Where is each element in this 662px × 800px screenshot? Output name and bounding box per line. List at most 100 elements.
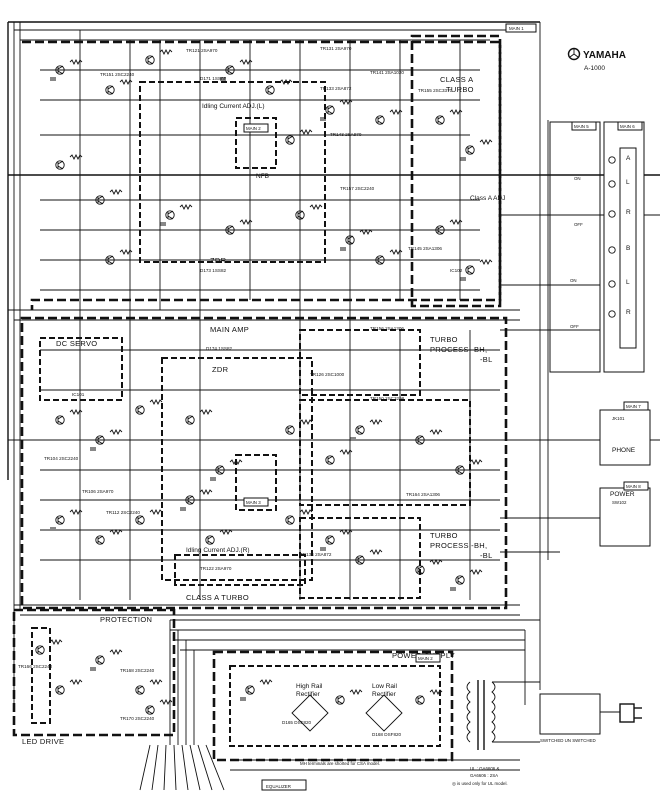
transistor-symbol-icon xyxy=(135,515,145,525)
label-idling-current-r: Idling Current ADJ.(R) xyxy=(186,547,250,554)
capacitor-symbol-icon xyxy=(50,77,56,81)
label-class-a-turbo-top-1: CLASS A xyxy=(440,75,473,84)
terminal-jack-icon xyxy=(608,246,616,254)
resistor-symbol-icon xyxy=(259,678,273,686)
label-turbo-process-top-3: -BL xyxy=(480,355,493,364)
capacitor-symbol-icon xyxy=(90,667,96,671)
note-ul-1: UL : GA6606 & xyxy=(470,766,499,771)
schematic-wiring xyxy=(7,21,660,791)
transistor-symbol-icon xyxy=(55,685,65,695)
resistor-symbol-icon xyxy=(199,408,213,416)
board-main1: MAIN 1 xyxy=(509,26,524,31)
transistor-symbol-icon xyxy=(135,405,145,415)
resistor-symbol-icon xyxy=(349,688,363,696)
resistor-symbol-icon xyxy=(219,528,233,536)
label-nfb: NFB xyxy=(256,173,269,180)
capacitor-symbol-icon xyxy=(160,222,166,226)
transistor-symbol-icon xyxy=(215,465,225,475)
resistor-symbol-icon xyxy=(49,638,63,646)
part-tr168: TR168 2SC2240 xyxy=(120,668,155,673)
resistor-symbol-icon xyxy=(119,78,133,86)
resistor-symbol-icon xyxy=(309,203,323,211)
capacitor-symbol-icon xyxy=(90,447,96,451)
resistor-symbol-icon xyxy=(179,203,193,211)
transistor-symbol-icon xyxy=(455,575,465,585)
part-d173: D173 1SS82 xyxy=(200,268,226,273)
capacitor-symbol-icon xyxy=(340,247,346,251)
resistor-symbol-icon xyxy=(429,428,443,436)
switch-off-2: OFF xyxy=(570,324,579,329)
transistor-symbol-icon xyxy=(225,225,235,235)
resistor-symbol-icon xyxy=(69,408,83,416)
terminal-jack-icon xyxy=(608,280,616,288)
transistor-symbol-icon xyxy=(225,65,235,75)
transistor-symbol-icon xyxy=(205,535,215,545)
transistor-symbol-icon xyxy=(55,160,65,170)
transistor-symbol-icon xyxy=(465,265,475,275)
speaker-a: A xyxy=(626,155,631,162)
label-low-rail-1: Low Rail xyxy=(372,683,397,690)
transistor-symbol-icon xyxy=(285,425,295,435)
capacitor-symbol-icon xyxy=(450,587,456,591)
diode-bridge-low xyxy=(365,694,403,732)
part-tr131: TR131 2SA970 xyxy=(320,46,352,51)
label-power: POWER xyxy=(610,491,635,498)
part-tr104: TR104 2SC2240 xyxy=(44,456,79,461)
transistor-symbol-icon xyxy=(295,210,305,220)
resistor-symbol-icon xyxy=(109,188,123,196)
label-high-rail-1: High Rail xyxy=(296,683,323,690)
power-switch-board xyxy=(599,487,651,547)
part-d174: D174 1SS82 xyxy=(206,346,232,351)
resistor-symbol-icon xyxy=(449,108,463,116)
label-zdr-top: ZDR xyxy=(210,256,227,265)
transistor-symbol-icon xyxy=(415,695,425,705)
transistor-symbol-icon xyxy=(335,695,345,705)
transistor-symbol-icon xyxy=(55,65,65,75)
speaker-b: B xyxy=(626,245,630,252)
transistor-symbol-icon xyxy=(95,535,105,545)
part-tr151: TR151 2SC2240 xyxy=(100,72,135,77)
resistor-symbol-icon xyxy=(279,78,293,86)
resistor-symbol-icon xyxy=(159,48,173,56)
component-symbols xyxy=(35,48,493,715)
capacitor-symbol-icon xyxy=(50,527,56,531)
switch-on-1: ON xyxy=(574,176,581,181)
transistor-symbol-icon xyxy=(145,55,155,65)
board-main2: MAIN 2 xyxy=(246,126,261,131)
resistor-symbol-icon xyxy=(479,258,493,266)
capacitor-symbol-icon xyxy=(240,697,246,701)
note-ul-3: ◎ is used only for UL model. xyxy=(452,781,508,786)
label-class-a-turbo-top-2: TURBO xyxy=(446,85,474,94)
speaker-r2: R xyxy=(626,309,631,316)
part-tr121: TR121 2SA970 xyxy=(186,48,218,53)
part-tr145: TR145 2SA1306 xyxy=(408,246,442,251)
board-main8: MAIN 8 xyxy=(626,484,641,489)
label-class-a-turbo-bottom: CLASS A TURBO xyxy=(186,593,249,602)
transistor-symbol-icon xyxy=(185,495,195,505)
label-idling-current-l: Idling Current ADJ.(L) xyxy=(202,103,265,110)
board-tags: MAIN 1 MAIN 2 MAIN 3 MAIN 5 MAIN 6 MAIN … xyxy=(243,23,649,663)
capacitor-symbol-icon xyxy=(350,437,356,441)
transistor-symbol-icon xyxy=(375,255,385,265)
part-tr141: TR141 2SA1020 xyxy=(370,70,404,75)
note-mh-terminals: MH terminals are shorted for CSA model. xyxy=(300,761,380,766)
board-main7: MAIN 7 xyxy=(626,404,641,409)
part-tr134: TR134 2SA872 xyxy=(300,552,332,557)
block-labels: CLASS A TURBO Class A ADJ Idling Current… xyxy=(22,75,636,789)
transistor-symbol-icon xyxy=(285,515,295,525)
part-tr143: TR143 2SA970 xyxy=(330,132,362,137)
resistor-symbol-icon xyxy=(239,218,253,226)
label-equalizer: EQUALIZER xyxy=(266,784,291,789)
part-tr170: TR170 2SC2240 xyxy=(120,716,155,721)
label-turbo-process-bottom-3: -BL xyxy=(480,551,493,560)
resistor-symbol-icon xyxy=(469,568,483,576)
transistor-symbol-icon xyxy=(415,435,425,445)
board-main5: MAIN 5 xyxy=(574,124,589,129)
resistor-symbol-icon xyxy=(109,428,123,436)
label-high-rail-2: Rectifier xyxy=(296,691,321,698)
label-zdr-mid: ZDR xyxy=(212,365,229,374)
resistor-symbol-icon xyxy=(199,488,213,496)
resistor-symbol-icon xyxy=(389,108,403,116)
label-protection: PROTECTION xyxy=(100,615,152,624)
transistor-symbol-icon xyxy=(55,415,65,425)
